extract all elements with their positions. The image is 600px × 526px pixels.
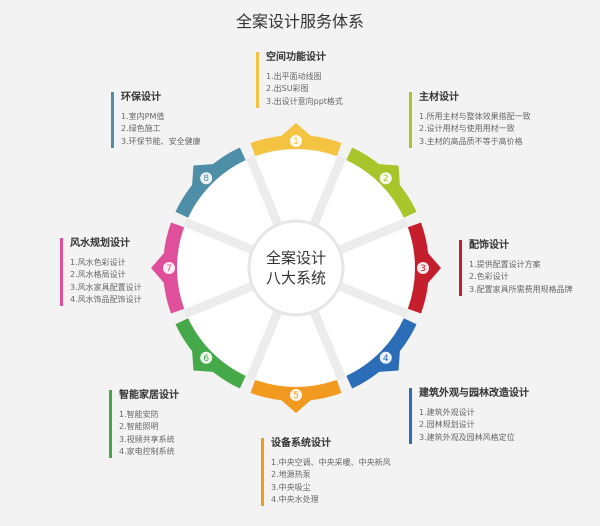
block-item: 2.智能照明 xyxy=(119,422,159,432)
block-item: 3.环保节能、安全健康 xyxy=(121,136,201,146)
segment-pointer-3 xyxy=(427,251,441,285)
block-item: 1.所用主材与整体效果搭配一致 xyxy=(419,112,531,121)
block-fengshui: 风水规划设计 1.风水色彩设计 2.风水格局设计 3.风水家具配置设计 4.风水饰品配… xyxy=(60,238,142,307)
wheel-spoke xyxy=(183,282,254,319)
number-label-5: 5 xyxy=(293,391,299,401)
block-item: 2.出SU彩图 xyxy=(266,84,309,94)
block-item: 2.风水格局设计 xyxy=(70,270,126,280)
center-line-2: 八大系统 xyxy=(265,269,326,287)
number-badge-1 xyxy=(290,135,302,147)
segment-pointer-1 xyxy=(279,123,313,137)
segment-arc-6 xyxy=(175,318,246,389)
block-main-material: 主材设计 1.所用主材与整体效果搭配一致 2.设计用材与使用用材一致 3.主材的高品… xyxy=(409,92,531,148)
number-badge-2 xyxy=(379,172,392,185)
block-title: 设备系统设计 xyxy=(271,438,331,449)
block-item: 3.出设计意向ppt格式 xyxy=(266,96,343,106)
number-badge-7 xyxy=(163,262,175,274)
block-architecture-garden: 建筑外观与园林改造设计 1.建筑外观设计 2.园林规划设计 3.建筑外观及园林风格定… xyxy=(409,388,529,444)
segment-pointer-5 xyxy=(279,399,313,413)
block-item: 4.家电控制系统 xyxy=(119,446,175,456)
number-badge-8 xyxy=(200,172,213,185)
block-item: 4.风水饰品配饰设计 xyxy=(70,294,142,304)
segment-pointer-2 xyxy=(377,163,401,187)
wheel-spoke xyxy=(245,155,282,226)
number-label-8: 8 xyxy=(203,174,209,184)
segment-arc-8 xyxy=(175,147,246,218)
block-smart-home: 智能家居设计 1.智能安防 2.智能照明 3.视频共享系统 4.家电控制系统 xyxy=(109,390,179,459)
page-title: 全案设计服务体系 xyxy=(235,12,364,31)
center-line-1: 全案设计 xyxy=(265,249,326,267)
block-title: 环保设计 xyxy=(121,92,161,103)
segment-pointer-6 xyxy=(191,349,215,373)
block-space-function: 空间功能设计 1.出平面动线图 2.出SU彩图 3.出设计意向ppt格式 xyxy=(256,52,343,108)
number-label-7: 7 xyxy=(166,264,172,274)
block-item: 3.视频共享系统 xyxy=(119,434,175,444)
block-item: 3.主材的高品质不等于高价格 xyxy=(419,136,523,146)
number-badge-4 xyxy=(379,351,392,364)
block-title: 风水规划设计 xyxy=(70,238,130,249)
number-badge-6 xyxy=(200,351,213,364)
block-item: 3.中央吸尘 xyxy=(271,482,311,492)
block-item: 1.建筑外观设计 xyxy=(419,408,475,417)
block-item: 1.出平面动线图 xyxy=(266,72,322,81)
block-title: 配饰设计 xyxy=(469,240,509,251)
block-item: 4.中央水处理 xyxy=(271,494,319,504)
block-title: 主材设计 xyxy=(419,92,459,103)
number-label-6: 6 xyxy=(203,354,209,364)
block-item: 3.建筑外观及园林风格定位 xyxy=(419,432,515,442)
segment-pointer-7 xyxy=(151,251,165,285)
block-item: 2.色彩设计 xyxy=(469,272,509,282)
block-equipment-system: 设备系统设计 1.中央空调、中央采暖、中央新风 2.地源热泵 3.中央吸尘 4.中央水… xyxy=(261,438,391,507)
block-decoration: 配饰设计 1.提供配置设计方案 2.色彩设计 3.配置家具所需费用规格品牌 xyxy=(459,240,573,296)
wheel-spoke xyxy=(338,282,409,319)
block-item: 1.提供配置设计方案 xyxy=(469,260,541,269)
wheel-spoke xyxy=(338,217,409,254)
block-item: 2.园林规划设计 xyxy=(419,420,475,430)
segment-pointer-8 xyxy=(191,163,215,187)
segment-arc-2 xyxy=(346,147,417,218)
wheel-spoke xyxy=(183,217,254,254)
block-item: 2.设计用材与使用用材一致 xyxy=(419,124,515,134)
block-item: 3.配置家具所需费用规格品牌 xyxy=(469,284,573,294)
segment-arc-4 xyxy=(346,318,417,389)
block-item: 2.绿色施工 xyxy=(121,124,161,134)
wheel-spoke xyxy=(310,310,347,381)
wheel-spoke xyxy=(310,155,347,226)
block-environmental: 环保设计 1.室内PM值 2.绿色施工 3.环保节能、安全健康 xyxy=(111,92,201,148)
number-badge-5 xyxy=(290,389,302,401)
block-item: 1.风水色彩设计 xyxy=(70,258,126,267)
number-label-3: 3 xyxy=(420,264,426,274)
number-label-2: 2 xyxy=(383,174,389,184)
number-badge-3 xyxy=(417,262,429,274)
block-item: 1.智能安防 xyxy=(119,410,159,419)
number-label-4: 4 xyxy=(383,354,389,364)
block-item: 2.地源热泵 xyxy=(271,470,311,480)
block-item: 3.风水家具配置设计 xyxy=(70,282,142,292)
block-title: 智能家居设计 xyxy=(119,390,179,401)
number-label-1: 1 xyxy=(293,137,299,147)
block-title: 建筑外观与园林改造设计 xyxy=(419,388,529,399)
center-label: 全案设计 八大系统 xyxy=(246,248,346,288)
block-item: 1.室内PM值 xyxy=(121,112,165,121)
center-circle xyxy=(247,219,345,317)
block-title: 空间功能设计 xyxy=(266,52,326,63)
block-item: 1.中央空调、中央采暖、中央新风 xyxy=(271,458,391,467)
wheel-spoke xyxy=(245,310,282,381)
